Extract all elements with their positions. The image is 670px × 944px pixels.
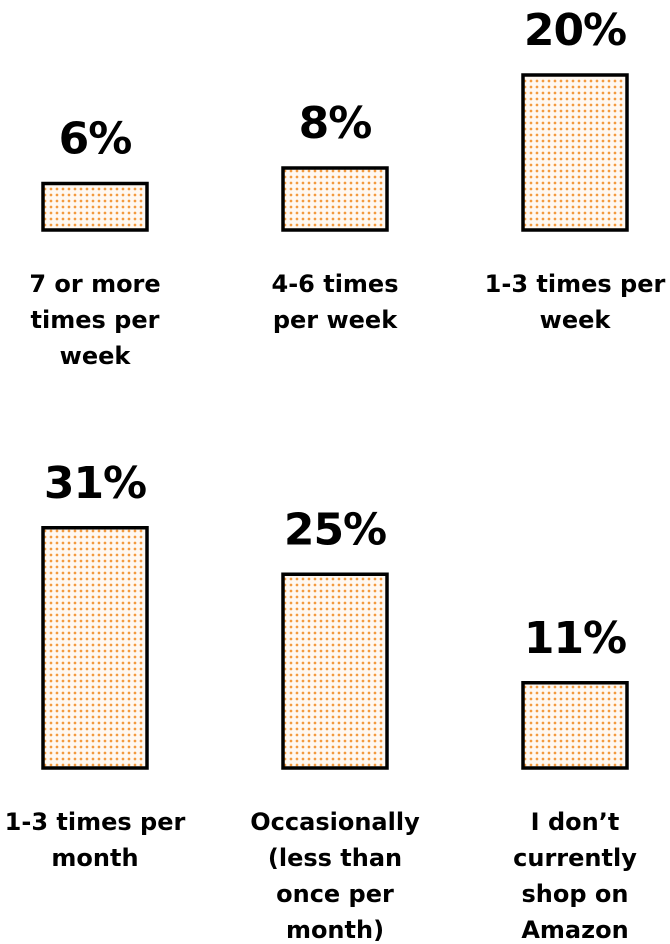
category-label-line: Occasionally xyxy=(250,808,420,836)
bar-group: 6% 7 or more times per week xyxy=(29,114,160,371)
category-label-line: once per xyxy=(276,880,394,908)
category-label-line: month xyxy=(51,844,138,872)
bar xyxy=(521,73,629,232)
value-label: 20% xyxy=(524,5,626,56)
bar xyxy=(521,681,629,770)
bar xyxy=(281,166,389,232)
bar-group: 11% I don’t currently shop on Amazon xyxy=(513,613,637,944)
category-label: I don’t currently shop on Amazon xyxy=(513,808,637,944)
category-label: 7 or more times per week xyxy=(29,270,160,370)
bar xyxy=(281,572,389,770)
category-label: 1-3 times per week xyxy=(485,270,666,334)
bar xyxy=(41,526,149,770)
bar-group: 25% Occasionally (less than once per month) xyxy=(250,504,420,944)
category-label-line: Amazon xyxy=(521,916,628,944)
category-label-line: (less than xyxy=(268,844,402,872)
category-label-line: 1-3 times per xyxy=(485,270,666,298)
value-label: 25% xyxy=(284,504,386,555)
category-label-line: week xyxy=(540,306,612,334)
value-label: 31% xyxy=(44,458,146,509)
category-label-line: per week xyxy=(273,306,398,334)
category-label-line: week xyxy=(60,342,132,370)
category-label-line: month) xyxy=(286,916,384,944)
value-label: 6% xyxy=(59,114,132,165)
bar-group: 20% 1-3 times per week xyxy=(485,5,666,334)
bar xyxy=(41,181,149,232)
category-label: Occasionally (less than once per month) xyxy=(250,808,420,944)
category-label-line: 1-3 times per xyxy=(5,808,186,836)
category-label-line: 7 or more xyxy=(29,270,160,298)
bar-group: 8% 4-6 times per week xyxy=(272,98,399,334)
bar-group: 31% 1-3 times per month xyxy=(5,458,186,872)
value-label: 8% xyxy=(299,98,372,149)
category-label: 1-3 times per month xyxy=(5,808,186,872)
value-label: 11% xyxy=(524,613,626,664)
category-label-line: times per xyxy=(31,306,160,334)
category-label: 4-6 times per week xyxy=(272,270,399,334)
category-label-line: currently xyxy=(513,844,637,872)
category-label-line: shop on xyxy=(522,880,629,908)
category-label-line: 4-6 times xyxy=(272,270,399,298)
category-label-line: I don’t xyxy=(531,808,620,836)
